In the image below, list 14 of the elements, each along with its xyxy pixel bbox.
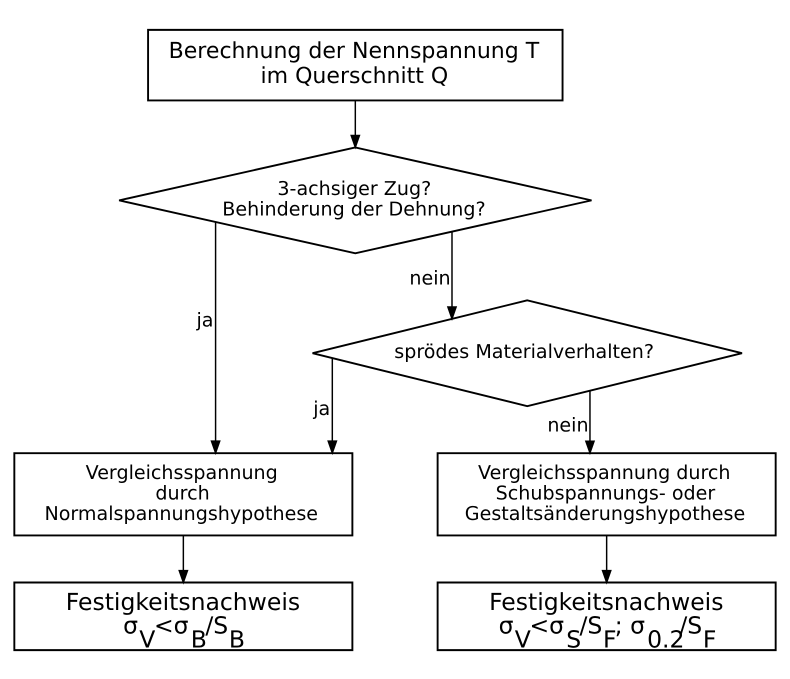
node-diamond: 3-achsiger Zug? Behinderung der Dehnung? (118, 146, 592, 254)
arrow (350, 100, 360, 149)
arrow (584, 390, 596, 455)
edge-label: ja (196, 308, 214, 331)
edge-label: nein (547, 412, 589, 436)
arrow (178, 535, 188, 584)
arrow (327, 358, 338, 455)
arrow (210, 222, 221, 455)
node-box: Vergleichsspannung durch Normalspannungshypothese (13, 452, 354, 536)
node-box: Vergleichsspannung durch Schubspannungs- oder Gestaltsänderungshypothese (436, 452, 777, 536)
node-box: Berechnung der Nennspannung T im Querschnitt Q (147, 28, 564, 101)
arrow (446, 231, 458, 320)
arrow (602, 535, 612, 584)
edge-label: nein (409, 266, 451, 290)
